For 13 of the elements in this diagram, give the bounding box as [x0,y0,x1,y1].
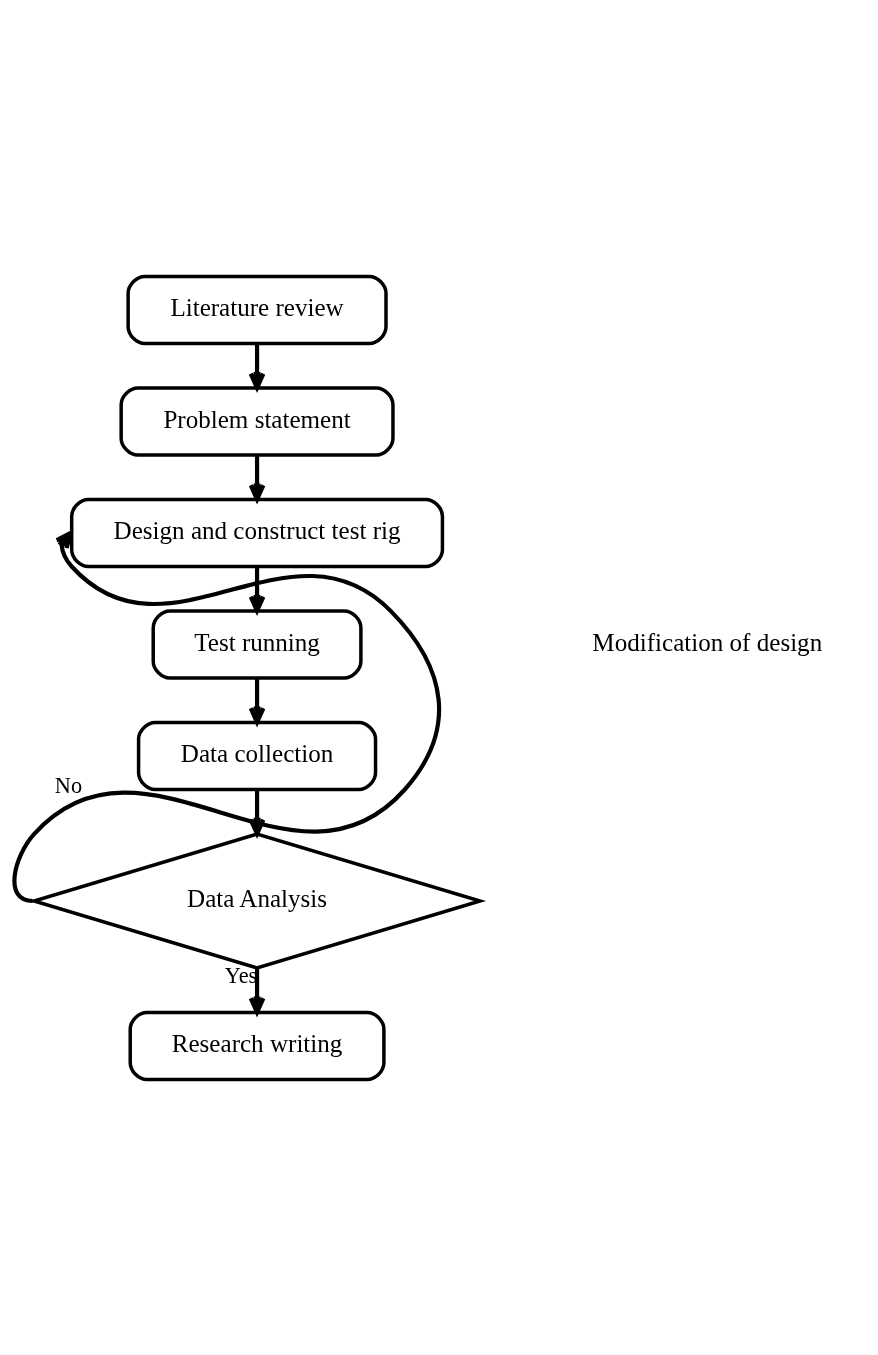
arrow [248,678,266,725]
node-box: Test running [151,608,363,680]
node-box: Design and construct test rig [69,497,445,568]
label: Modification of design [592,628,823,656]
arrow [248,566,266,613]
node-box: Literature review [126,274,388,345]
node-box: Data collection [136,720,378,791]
arrow [248,967,266,1015]
arrow [248,343,266,390]
edge-label: Yes [224,962,258,988]
node-box: Problem statement [119,385,395,457]
node-box: Research writing [128,1010,386,1081]
edge-label: No [54,772,83,798]
